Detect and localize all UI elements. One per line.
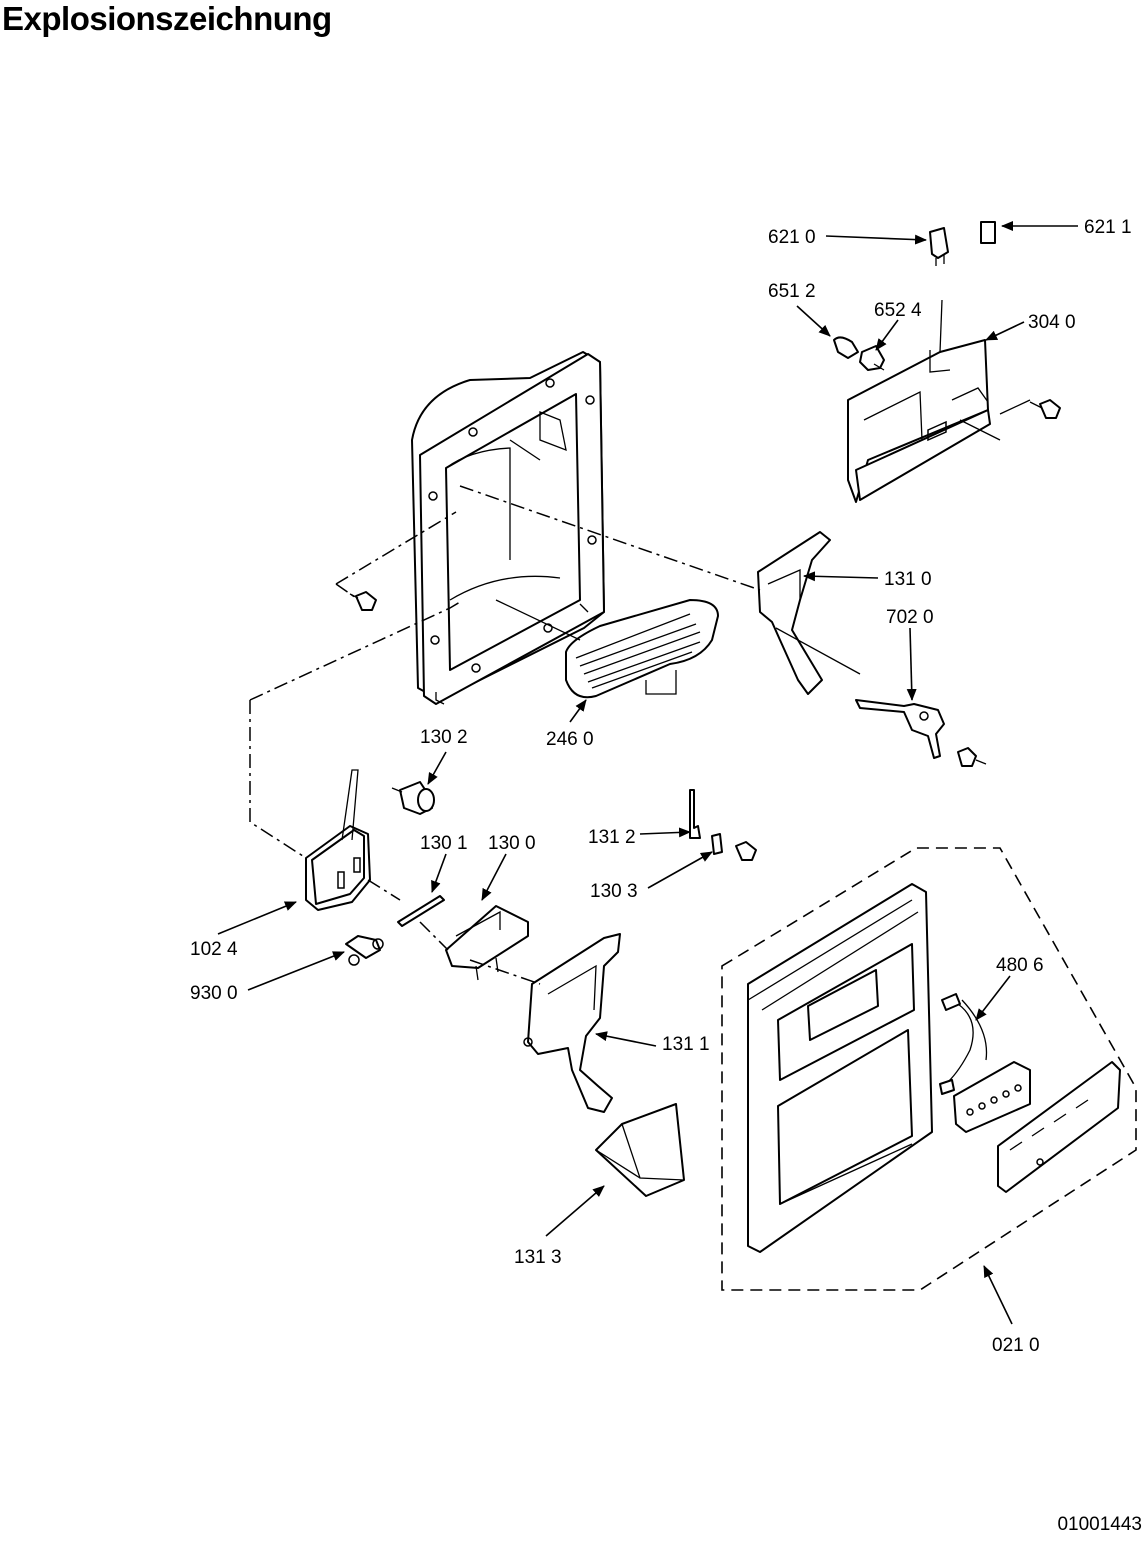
front-panel — [747, 883, 933, 1253]
screw — [957, 747, 987, 767]
label-480-6: 480 6 — [996, 955, 1044, 976]
label-621-1: 621 1 — [1084, 217, 1132, 238]
solenoid — [391, 781, 435, 815]
water-actuator-arm — [523, 933, 621, 1113]
label-130-2: 130 2 — [420, 727, 468, 748]
label-702-0: 702 0 — [886, 607, 934, 628]
label-130-1: 130 1 — [420, 833, 468, 854]
dispenser-housing — [411, 351, 605, 705]
label-part — [980, 221, 996, 244]
membrane-keypad — [997, 1061, 1121, 1193]
screw — [349, 591, 377, 611]
drip-tray — [565, 599, 719, 699]
label-246-0: 246 0 — [546, 729, 594, 750]
label-652-4: 652 4 — [874, 300, 922, 321]
label-621-0: 621 0 — [768, 227, 816, 248]
lever — [855, 699, 945, 759]
bracket — [445, 905, 529, 981]
ice-actuator-arm — [757, 531, 831, 695]
document-number: 01001443 — [1057, 1514, 1142, 1535]
label-131-3: 131 3 — [514, 1247, 562, 1268]
label-021-0: 021 0 — [992, 1335, 1040, 1356]
control-housing — [847, 299, 1001, 503]
motor-box — [305, 769, 371, 911]
spring-clip — [689, 789, 701, 839]
funnel-chute — [595, 1103, 685, 1197]
wiring-harness — [939, 993, 988, 1095]
assembly-boundary — [721, 847, 1137, 1291]
label-930-0: 930 0 — [190, 983, 238, 1004]
lamp-bulb — [833, 336, 859, 359]
screw — [735, 841, 757, 861]
lamp-socket — [859, 345, 885, 371]
label-651-2: 651 2 — [768, 281, 816, 302]
label-130-3: 130 3 — [590, 881, 638, 902]
spring — [345, 935, 384, 966]
pivot-pin — [397, 895, 445, 927]
label-102-4: 102 4 — [190, 939, 238, 960]
screw — [999, 399, 1061, 419]
assembly-lines — [249, 439, 861, 985]
switch-part — [929, 227, 949, 266]
label-131-2: 131 2 — [588, 827, 636, 848]
label-131-0: 131 0 — [884, 569, 932, 590]
leader-lines — [217, 221, 1078, 1325]
label-304-0: 304 0 — [1028, 312, 1076, 333]
control-board — [953, 1061, 1031, 1133]
clip — [711, 833, 723, 855]
label-130-0: 130 0 — [488, 833, 536, 854]
page-title: Explosionszeichnung — [2, 0, 332, 37]
label-131-1: 131 1 — [662, 1034, 710, 1055]
